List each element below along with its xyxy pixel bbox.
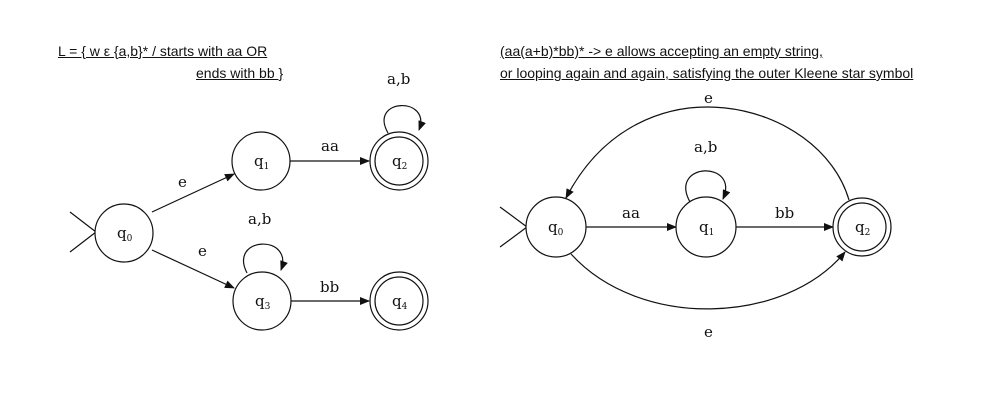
right-regex-explanation-line-1: (aa(a+b)*bb)* -> e allows accepting an e…	[500, 43, 823, 59]
right-state-q0-name: q	[548, 218, 558, 236]
left-state-q2-subscript: 2	[402, 162, 408, 172]
svg-text:q2: q2	[392, 152, 407, 172]
left-state-q0-subscript: 0	[127, 234, 133, 244]
left-state-q0-name: q	[117, 224, 127, 242]
right-self-loop-q1	[685, 170, 731, 203]
right-automaton: aa a,b bb e e q0 q1 q2	[499, 89, 892, 341]
right-transition-q0-q2-label: e	[704, 323, 713, 341]
right-start-arrow-icon	[499, 206, 529, 248]
left-state-q1: q1	[231, 131, 291, 191]
left-self-loop-q3-label: a,b	[248, 210, 271, 228]
left-state-q2: q2	[369, 131, 429, 191]
right-transition-q1-q2-label: bb	[775, 204, 794, 222]
svg-text:q2: q2	[855, 218, 870, 238]
right-state-q2: q2	[832, 197, 892, 257]
left-language-definition-line-2: ends with bb }	[196, 65, 284, 81]
right-transition-q0-q1-label: aa	[622, 204, 640, 222]
left-transition-q1-q2-label: aa	[321, 137, 339, 155]
left-transition-q0-q3	[151, 249, 235, 289]
left-transition-q0-q3-label: e	[198, 242, 207, 260]
right-regex-explanation-line-2: or looping again and again, satisfying t…	[500, 65, 914, 81]
left-self-loop-q2-label: a,b	[387, 70, 410, 88]
right-state-q1-subscript: 1	[709, 228, 715, 238]
svg-text:q1: q1	[254, 152, 269, 172]
svg-text:q0: q0	[548, 218, 564, 238]
right-state-q2-subscript: 2	[865, 228, 871, 238]
right-state-q0: q0	[525, 196, 587, 258]
left-state-q1-subscript: 1	[264, 162, 270, 172]
left-state-q3-subscript: 3	[265, 302, 271, 312]
right-state-q1: q1	[675, 196, 737, 258]
left-transition-q0-q1	[151, 173, 235, 213]
left-transition-q0-q1-label: e	[178, 173, 187, 191]
svg-text:q3: q3	[255, 292, 271, 312]
right-transition-q0-q2	[570, 251, 846, 310]
right-self-loop-q1-label: a,b	[694, 138, 717, 156]
left-state-q4-subscript: 4	[402, 302, 408, 312]
right-transition-q2-q0-label: e	[704, 89, 713, 107]
left-transition-q3-q4-label: bb	[320, 278, 339, 296]
svg-text:q1: q1	[699, 218, 714, 238]
left-start-arrow-icon	[69, 211, 97, 253]
left-state-q4: q4	[369, 271, 429, 331]
left-language-definition-line-1: L = { w ε {a,b}* / starts with aa OR	[58, 43, 268, 59]
svg-text:q0: q0	[117, 224, 133, 244]
left-self-loop-q2	[383, 105, 426, 134]
left-self-loop-q3	[243, 243, 288, 274]
left-state-q3: q3	[232, 271, 292, 331]
left-state-q2-name: q	[392, 152, 402, 170]
right-transition-q2-q0	[565, 106, 850, 201]
left-state-q4-name: q	[392, 292, 402, 310]
left-state-q0: q0	[94, 203, 154, 263]
left-automaton: e e aa a,b a,b bb q0 q1 q2 q3	[69, 70, 429, 331]
left-state-q1-name: q	[254, 152, 264, 170]
left-state-q3-name: q	[255, 292, 265, 310]
right-state-q1-name: q	[699, 218, 709, 236]
right-state-q0-subscript: 0	[558, 228, 564, 238]
right-state-q2-name: q	[855, 218, 865, 236]
svg-text:q4: q4	[392, 292, 408, 312]
